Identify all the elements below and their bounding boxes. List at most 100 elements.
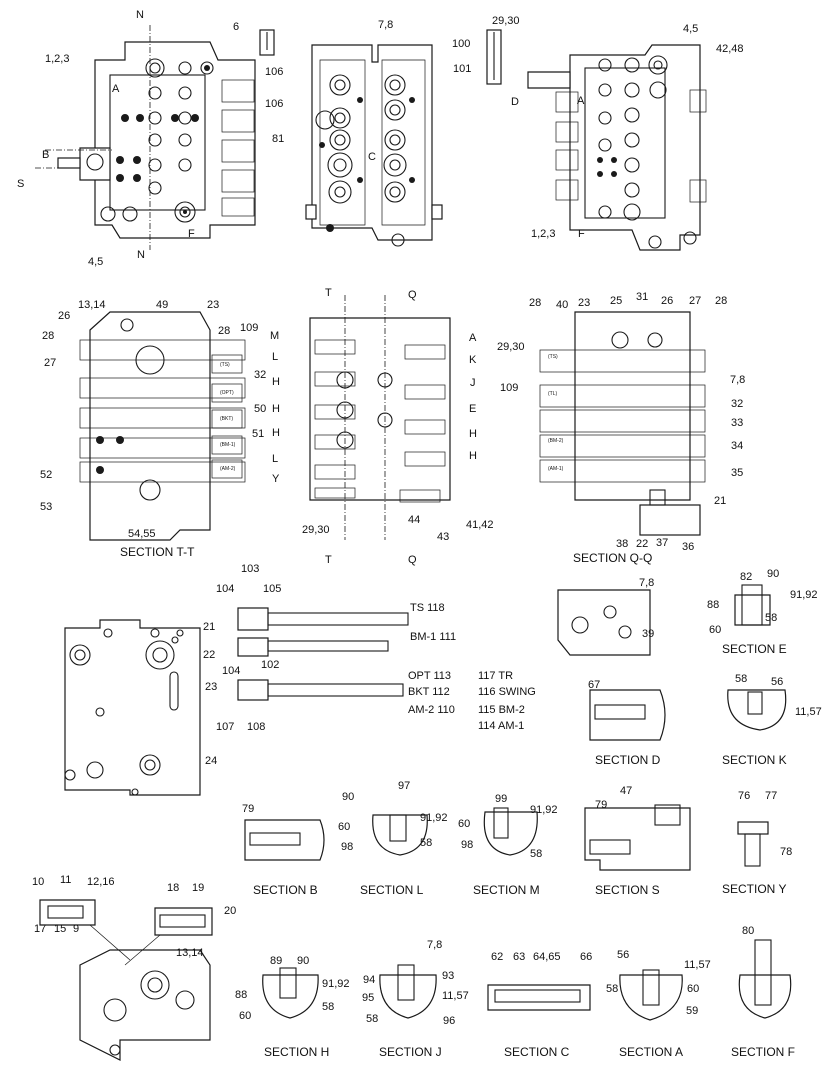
center-section-drawing <box>309 295 451 540</box>
center-view-valve-body <box>305 44 443 247</box>
callout: 82 <box>740 571 752 583</box>
callout: 77 <box>765 790 777 802</box>
callout: L <box>272 453 278 465</box>
section-title: SECTION T-T <box>120 545 195 559</box>
plug-label: (AM-1) <box>548 466 564 472</box>
callout: 115 BM-2 <box>478 704 525 716</box>
section-title: SECTION K <box>722 753 787 767</box>
section-title: SECTION A <box>619 1045 683 1059</box>
callout: 94 <box>363 974 375 986</box>
callout: 11,57 <box>795 706 822 718</box>
callout: 91,92 <box>790 589 818 601</box>
callout: 117 TR <box>478 670 513 682</box>
callout: 79 <box>595 799 607 811</box>
callout: 62 <box>491 951 503 963</box>
plug-labels-q: (TS) (TL) (BM-2) (AM-1) <box>548 354 564 472</box>
callout: 58 <box>366 1013 378 1025</box>
callout: Q <box>408 554 417 566</box>
callout: 90 <box>297 955 309 967</box>
callout: 26 <box>58 310 70 322</box>
callout: 27 <box>44 357 56 369</box>
callout: N <box>136 9 144 21</box>
callout: 41,42 <box>466 519 494 531</box>
callout: 90 <box>767 568 779 580</box>
callout: H <box>272 403 280 415</box>
callout: 25 <box>610 295 622 307</box>
callout: L <box>272 351 278 363</box>
callout: 109 <box>240 322 258 334</box>
callout: 42,48 <box>716 43 744 55</box>
callout: Q <box>408 289 417 301</box>
callout: 29,30 <box>302 524 330 536</box>
callout: 91,92 <box>530 804 558 816</box>
section-title: SECTION D <box>595 753 661 767</box>
callout-labels: N 6 106 1,2,3 A B S 4,5 F N 7,8 106 81 C… <box>17 9 822 1027</box>
callout: 52 <box>40 469 52 481</box>
callout: BKT 112 <box>408 686 450 698</box>
callout: 4,5 <box>88 256 103 268</box>
callout: 32 <box>731 398 743 410</box>
cover-plate-drawing <box>64 619 201 796</box>
plug-label: (OPT) <box>220 390 234 396</box>
callout: 23 <box>205 681 217 693</box>
callout: 96 <box>443 1015 455 1027</box>
callout: 28 <box>218 325 230 337</box>
callout: 7,8 <box>378 19 393 31</box>
callout: 27 <box>689 295 701 307</box>
callout: 116 SWING <box>478 686 536 698</box>
callout: 28 <box>529 297 541 309</box>
callout: 51 <box>252 428 264 440</box>
callout: M <box>270 330 279 342</box>
callout: 67 <box>588 679 600 691</box>
callout: 104 <box>216 583 234 595</box>
callout: 79 <box>242 803 254 815</box>
callout: 11,57 <box>684 959 711 971</box>
callout: 22 <box>203 649 215 661</box>
callout: 47 <box>620 785 632 797</box>
callout: 91,92 <box>420 812 448 824</box>
callout: H <box>469 450 477 462</box>
section-title: SECTION Y <box>722 882 786 896</box>
callout: 58 <box>606 983 618 995</box>
callout: 105 <box>263 583 281 595</box>
plug-label: (BM-2) <box>548 438 564 444</box>
callout: 37 <box>656 537 668 549</box>
callout: 34 <box>731 440 743 452</box>
callout: 64,65 <box>533 951 561 963</box>
callout: 15 <box>54 923 66 935</box>
callout: 100 <box>452 38 470 50</box>
callout: 109 <box>500 382 518 394</box>
plug-label: (AM-2) <box>220 466 236 472</box>
callout: 60 <box>338 821 350 833</box>
callout: 76 <box>738 790 750 802</box>
section-detail-shapes <box>557 584 787 741</box>
callout: 60 <box>687 983 699 995</box>
callout: A <box>577 95 585 107</box>
callout: 39 <box>642 628 654 640</box>
callout: 49 <box>156 299 168 311</box>
rear-view-valve-body <box>486 29 707 251</box>
callout: K <box>469 354 477 366</box>
callout: 21 <box>714 495 726 507</box>
callout: 91,92 <box>322 978 350 990</box>
callout: 88 <box>707 599 719 611</box>
callout: B <box>42 149 49 161</box>
callout: 88 <box>235 989 247 1001</box>
callout: 106 <box>265 98 283 110</box>
callout: BM-1 111 <box>410 631 456 643</box>
callout: 104 <box>222 665 240 677</box>
callout: 38 <box>616 538 628 550</box>
callout: 26 <box>661 295 673 307</box>
callout: 10 <box>32 876 44 888</box>
callout: 4,5 <box>683 23 698 35</box>
callout: 53 <box>40 501 52 513</box>
callout: 13,14 <box>176 947 204 959</box>
front-view-valve-body <box>35 25 275 250</box>
callout: 44 <box>408 514 420 526</box>
callout: 107 <box>216 721 234 733</box>
row3-section-shapes <box>244 804 769 871</box>
section-q-q-drawing: (TS) (TL) (BM-2) (AM-1) <box>539 311 706 536</box>
callout: 11,57 <box>442 990 469 1002</box>
callout: 7,8 <box>639 577 654 589</box>
callout: 11 <box>60 874 71 886</box>
